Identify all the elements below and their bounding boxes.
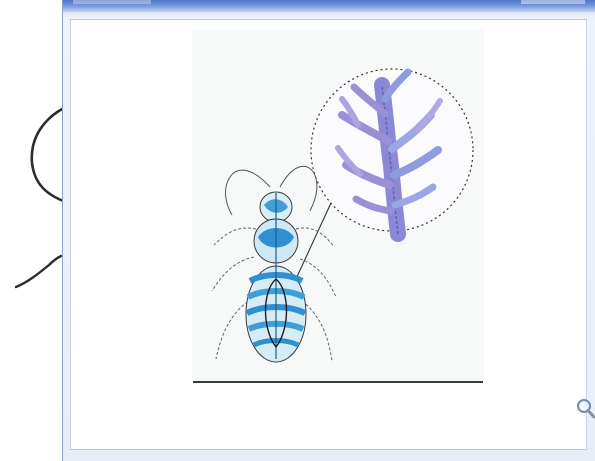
application-window: [62, 0, 595, 461]
content-pane: [70, 19, 587, 450]
window-title: [75, 0, 575, 12]
illustration-graphic: [192, 29, 484, 381]
window-titlebar[interactable]: [63, 0, 595, 12]
pen-stroke-short-mark: [16, 256, 61, 287]
caption-divider: [193, 381, 483, 383]
insect-drawing: [212, 166, 336, 362]
insect-leg: [214, 228, 256, 245]
insect-leg: [300, 259, 336, 297]
insect-leg: [302, 301, 332, 361]
magnified-view: [311, 69, 473, 234]
insect-illustration: [192, 29, 484, 381]
magnifier-icon[interactable]: [575, 395, 595, 420]
insect-leg: [212, 257, 254, 291]
